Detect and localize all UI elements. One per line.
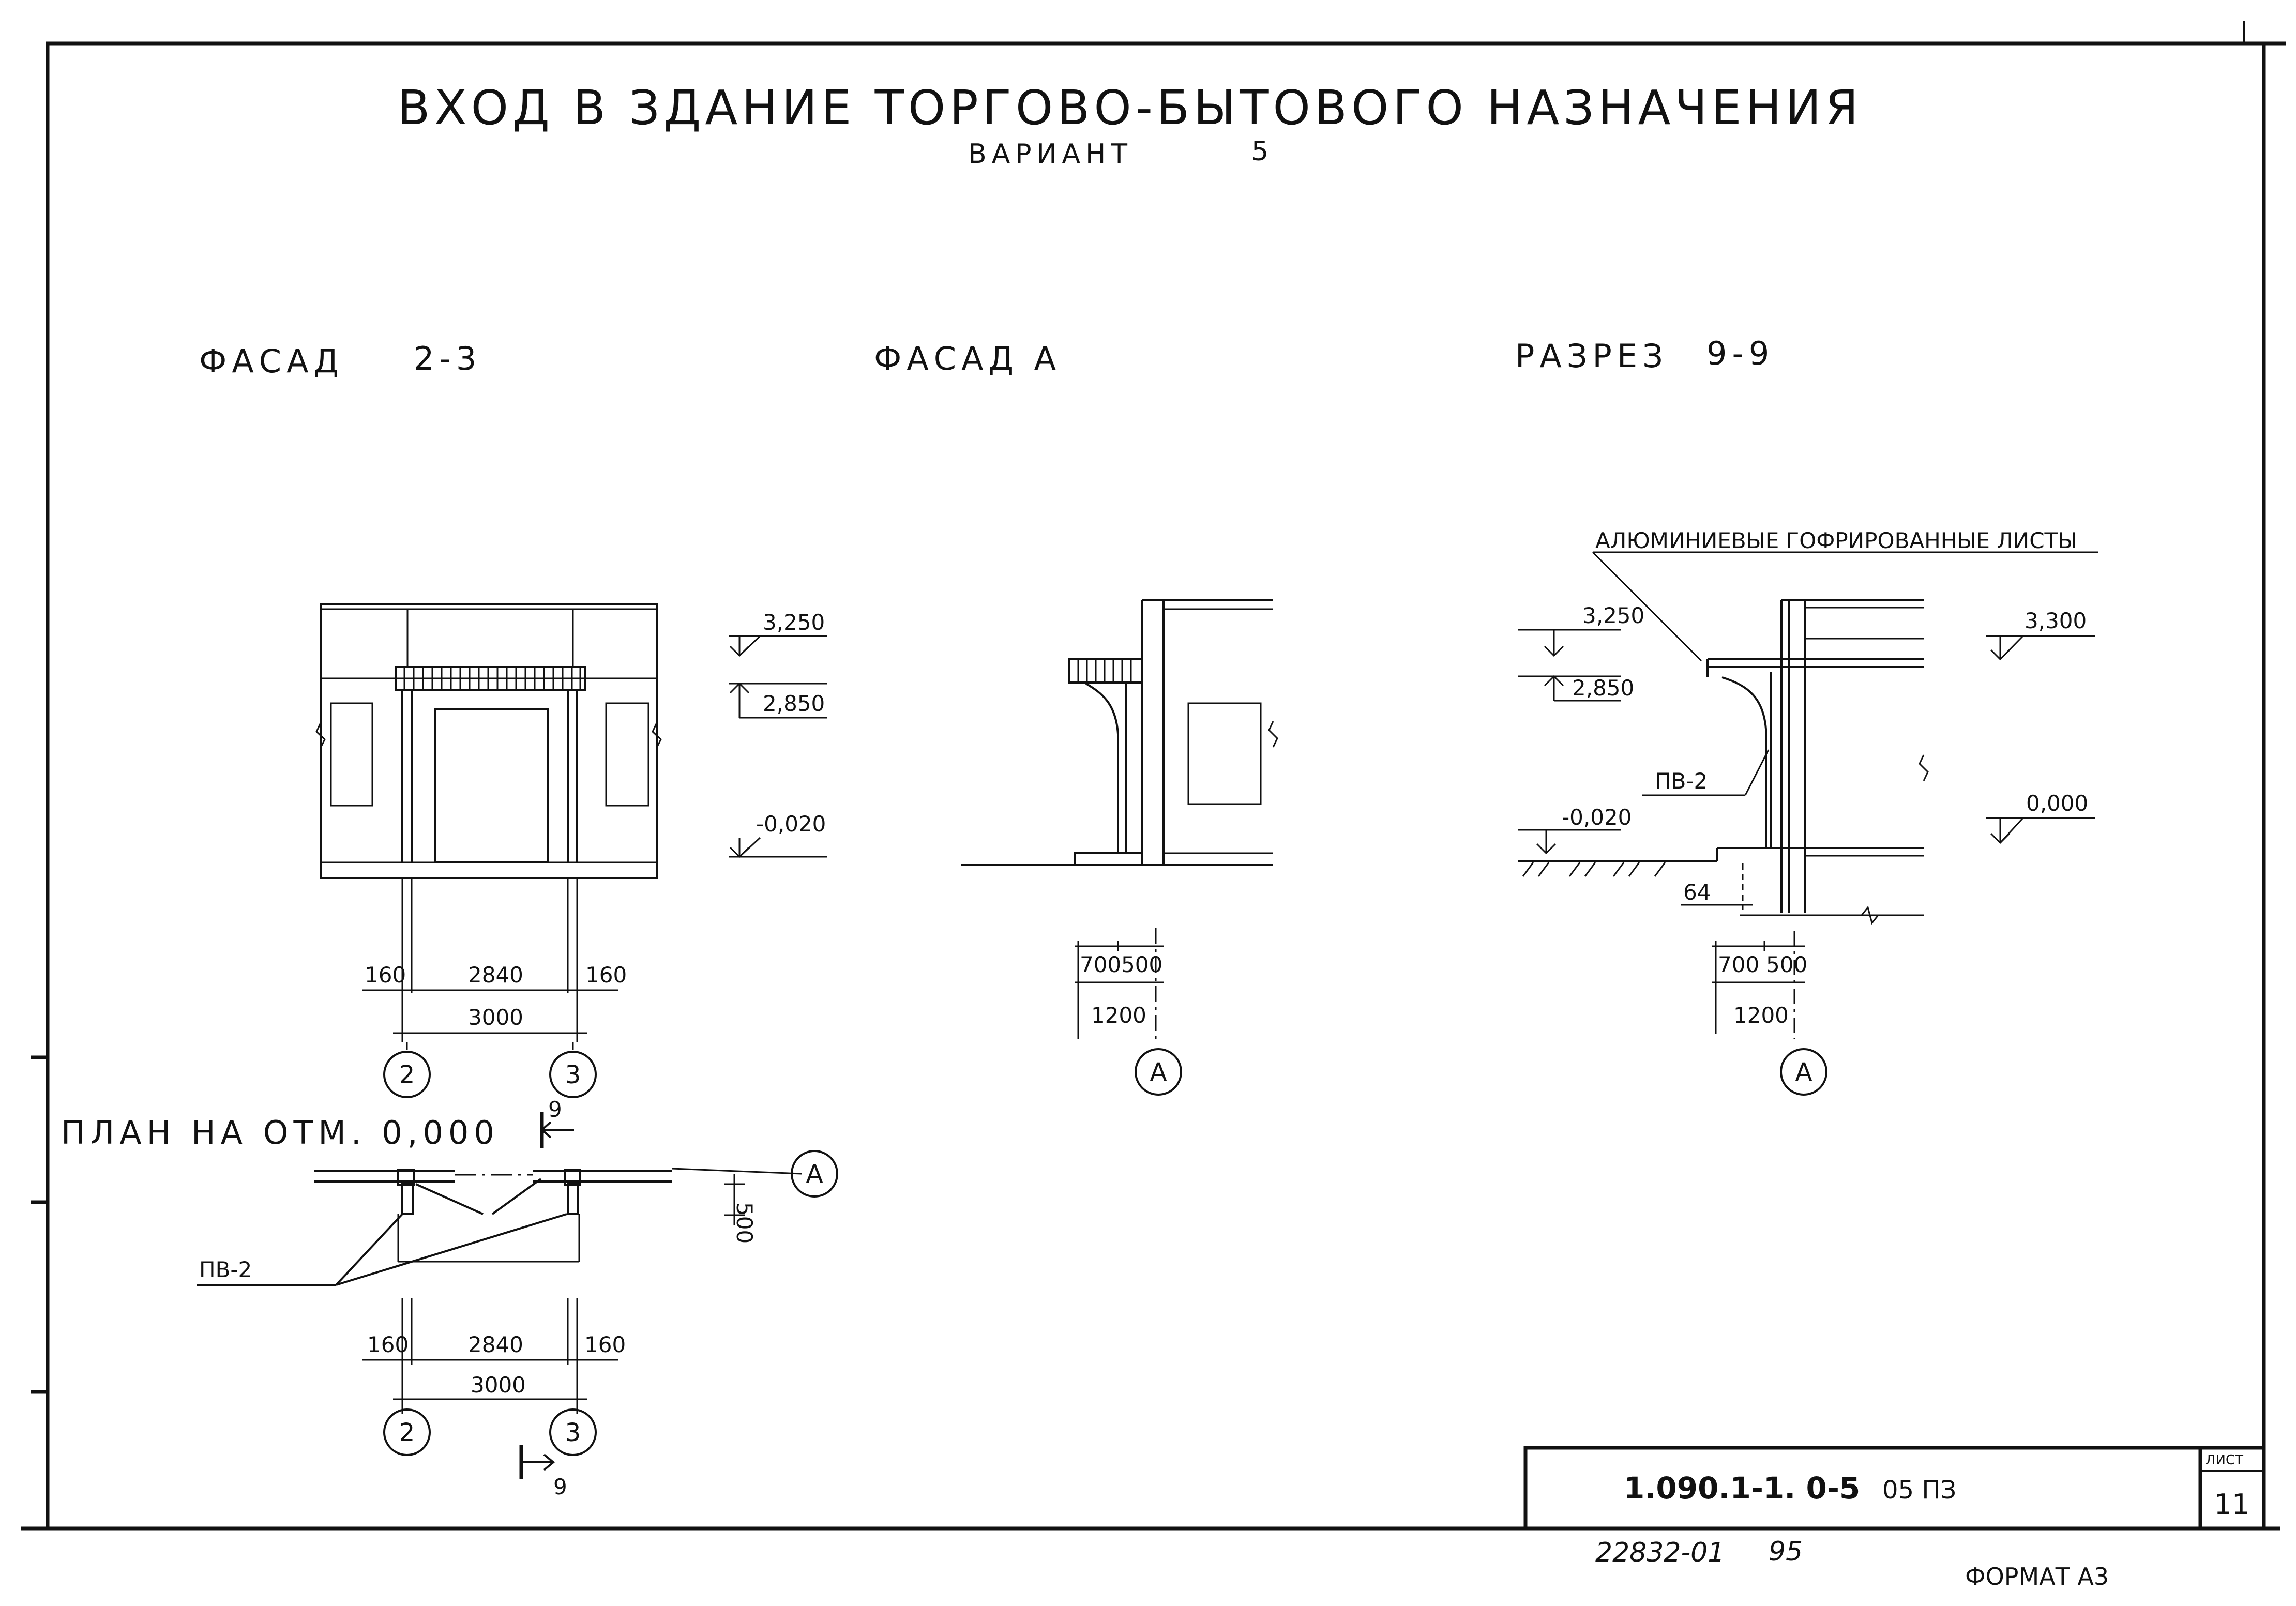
drawing-title: ВХОД В ЗДАНИЕ ТОРГОВО-БЫТОВОГО НАЗНАЧЕНИ…: [397, 80, 1862, 170]
plan-axis-2: 2: [399, 1418, 415, 1447]
section-99-drawing: АЛЮМИНИЕВЫЕ ГОФРИРОВАННЫЕ ЛИСТЫ: [1518, 528, 2098, 1096]
facade-23-suffix: 2-3: [414, 340, 481, 377]
facade-a-dim-a: 700: [1080, 952, 1121, 977]
title-block: 1.090.1-1. 0-5 05 ПЗ ЛИСТ 11 22832-01 95…: [1523, 1446, 2266, 1590]
section-element-label: ПВ-2: [1655, 768, 1708, 794]
plan-axis-3: 3: [565, 1418, 581, 1447]
facade-23-drawing: [315, 603, 662, 879]
facade-23-elev-top: 3,250: [763, 610, 825, 635]
facade-23-dim-total: 3000: [468, 1005, 523, 1030]
facade-23-axis-2: 2: [399, 1060, 415, 1089]
facade-23-axis-3: 3: [565, 1060, 581, 1089]
facade-23-dimensions: 160 2840 160 3000 2 3: [362, 879, 627, 1098]
facade-a-drawing: 700 500 1200 А: [961, 599, 1278, 1096]
plan-axis-a: А: [806, 1160, 823, 1189]
plan-dim-left: 160: [367, 1332, 409, 1357]
facade-23-title: ФАСАД: [199, 342, 344, 380]
plan-element-label: ПВ-2: [199, 1257, 252, 1282]
title-block-suffix: 05 ПЗ: [1882, 1476, 1956, 1505]
facade-23-elev-bottom: -0,020: [756, 811, 826, 837]
facade-a-axis: А: [1150, 1058, 1167, 1087]
title-block-designation: 1.090.1-1. 0-5: [1624, 1471, 1860, 1506]
section-dim-total: 1200: [1733, 1003, 1789, 1028]
facade-23-dim-center: 2840: [468, 962, 523, 988]
plan-dim-right: 160: [584, 1332, 626, 1357]
facade-a-dim-b: 500: [1121, 952, 1162, 977]
plan-dim-center: 2840: [468, 1332, 523, 1357]
facade-23-canopy-hatch: [403, 668, 581, 689]
plan-drawing: ПЛАН НА ОТМ. 0,000 9 500 А ПВ-2: [61, 1097, 838, 1499]
section-elev-top-right: 3,300: [2025, 608, 2087, 633]
facade-23-dim-right: 160: [585, 962, 627, 988]
variant-number: 5: [1251, 136, 1274, 167]
inventory-number: 22832-01: [1595, 1537, 1725, 1568]
sheet-format: ФОРМАТ А3: [1965, 1563, 2109, 1590]
plan-dim-total: 3000: [471, 1372, 526, 1398]
plan-cut-mark-top: 9: [548, 1097, 562, 1122]
section-elev-bottom-left: -0,020: [1562, 805, 1632, 830]
facade-a-title: ФАСАД А: [874, 340, 1061, 377]
facade-23-dim-left: 160: [365, 962, 406, 988]
variant-label: ВАРИАНТ: [968, 139, 1132, 170]
section-axis-a: А: [1795, 1058, 1812, 1087]
title-block-sheet-number: 11: [2214, 1488, 2250, 1521]
section-99-suffix: 9-9: [1706, 335, 1774, 372]
drawing-title-text: ВХОД В ЗДАНИЕ ТОРГОВО-БЫТОВОГО НАЗНАЧЕНИ…: [397, 80, 1862, 135]
inventory-number-2: 95: [1769, 1536, 1803, 1567]
plan-dim-depth: 500: [732, 1202, 757, 1244]
sheet-frame: [21, 21, 2286, 1531]
section-elev-mid-left: 2,850: [1572, 675, 1634, 701]
section-dim-b: 500: [1766, 952, 1807, 977]
section-99-title: РАЗРЕЗ: [1515, 337, 1668, 375]
section-dim-a: 700: [1718, 952, 1759, 977]
section-material-callout: АЛЮМИНИЕВЫЕ ГОФРИРОВАННЫЕ ЛИСТЫ: [1595, 528, 2077, 553]
facade-23-elev-mid: 2,850: [763, 691, 825, 716]
section-elev-top-left: 3,250: [1582, 603, 1644, 628]
plan-title: ПЛАН НА ОТМ. 0,000: [61, 1114, 500, 1152]
facade-23-elevation-marks: 3,250 2,850 -0,020: [729, 610, 827, 858]
title-block-sheet-label: ЛИСТ: [2206, 1452, 2243, 1468]
facade-a-dim-total: 1200: [1091, 1003, 1146, 1028]
plan-cut-mark-bottom: 9: [553, 1474, 567, 1499]
section-elev-bottom-right: 0,000: [2026, 791, 2088, 816]
section-dim-step: 64: [1683, 880, 1711, 905]
